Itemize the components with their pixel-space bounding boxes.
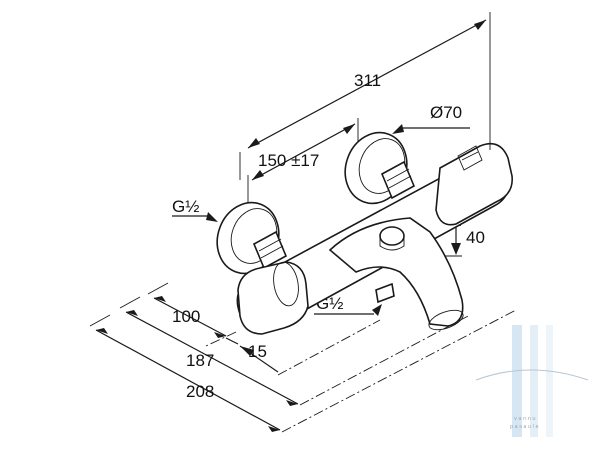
dimension-depth-1: 100 <box>147 282 227 338</box>
label-diameter: Ø70 <box>430 103 462 122</box>
watermark-arc <box>475 369 589 381</box>
label-offset: 15 <box>248 342 267 361</box>
watermark-bar-1 <box>512 325 522 437</box>
depth-reference-lines <box>205 309 517 433</box>
dimension-length-overall: 311 <box>239 12 491 180</box>
dimension-depth-2: 187 <box>119 296 299 406</box>
label-depth-2: 187 <box>186 351 214 370</box>
left-handle <box>237 261 309 335</box>
dimension-diameter: Ø70 <box>392 103 470 134</box>
label-height: 40 <box>466 228 485 247</box>
dimension-inlet-thread: G½ <box>172 197 218 222</box>
label-depth-1: 100 <box>172 307 200 326</box>
watermark-line1: vannu <box>514 416 537 422</box>
watermark: vannu pasaule <box>475 325 589 437</box>
watermark-line2: pasaule <box>510 424 540 430</box>
dimension-depth-3: 208 <box>89 314 281 432</box>
watermark-bar-2 <box>530 325 538 437</box>
spout <box>328 217 464 327</box>
label-center-distance: 150 ±17 <box>258 151 319 170</box>
watermark-bar-3 <box>546 325 553 437</box>
diverter-knob <box>379 226 405 246</box>
label-length-overall: 311 <box>354 71 381 90</box>
label-inlet-thread: G½ <box>172 197 199 216</box>
mixer-body <box>216 131 513 335</box>
label-depth-3: 208 <box>186 382 214 401</box>
thermostat-handle <box>435 142 513 226</box>
dimension-offset: 15 <box>225 337 279 373</box>
